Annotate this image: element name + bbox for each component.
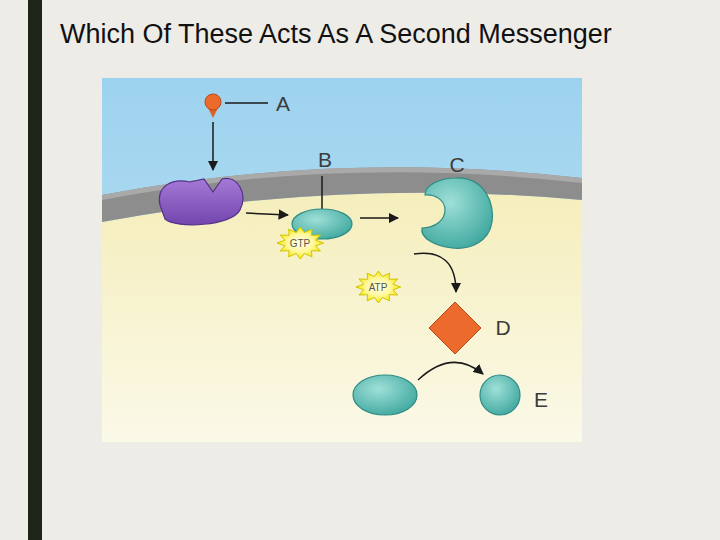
side-bar: [28, 0, 42, 540]
effector-enzyme: [422, 178, 493, 248]
callout-letter: C: [449, 153, 464, 176]
inactive-protein: [353, 375, 417, 415]
starburst-outline: [277, 227, 324, 259]
starburst-outline: [356, 271, 401, 303]
callout-letter: D: [495, 316, 510, 339]
active-protein: [480, 375, 520, 415]
ligand-molecule: [205, 94, 221, 110]
callout-letter: A: [276, 92, 290, 115]
molecule-label: GTP: [290, 238, 311, 249]
starburst-node: ATP: [355, 270, 402, 304]
receptor-protein: [159, 178, 242, 224]
activation-arrow: [418, 362, 483, 380]
starburst-node: GTP: [276, 226, 325, 260]
leader-line: [321, 176, 323, 210]
cytoplasm: [102, 193, 582, 442]
activation-arrow: [360, 217, 398, 219]
second-messenger-diamond: [429, 302, 481, 354]
extracellular-space: [102, 78, 582, 442]
title-text: Which Of These Acts As A Second Messenge…: [60, 18, 612, 50]
leader-line: [225, 102, 268, 104]
activation-arrow: [246, 213, 288, 215]
callout-letter: E: [534, 388, 548, 411]
callout-letter: B: [318, 148, 332, 171]
binding-arrow: [212, 122, 214, 170]
molecule-label: ATP: [369, 282, 388, 293]
conversion-arrow: [414, 253, 456, 292]
